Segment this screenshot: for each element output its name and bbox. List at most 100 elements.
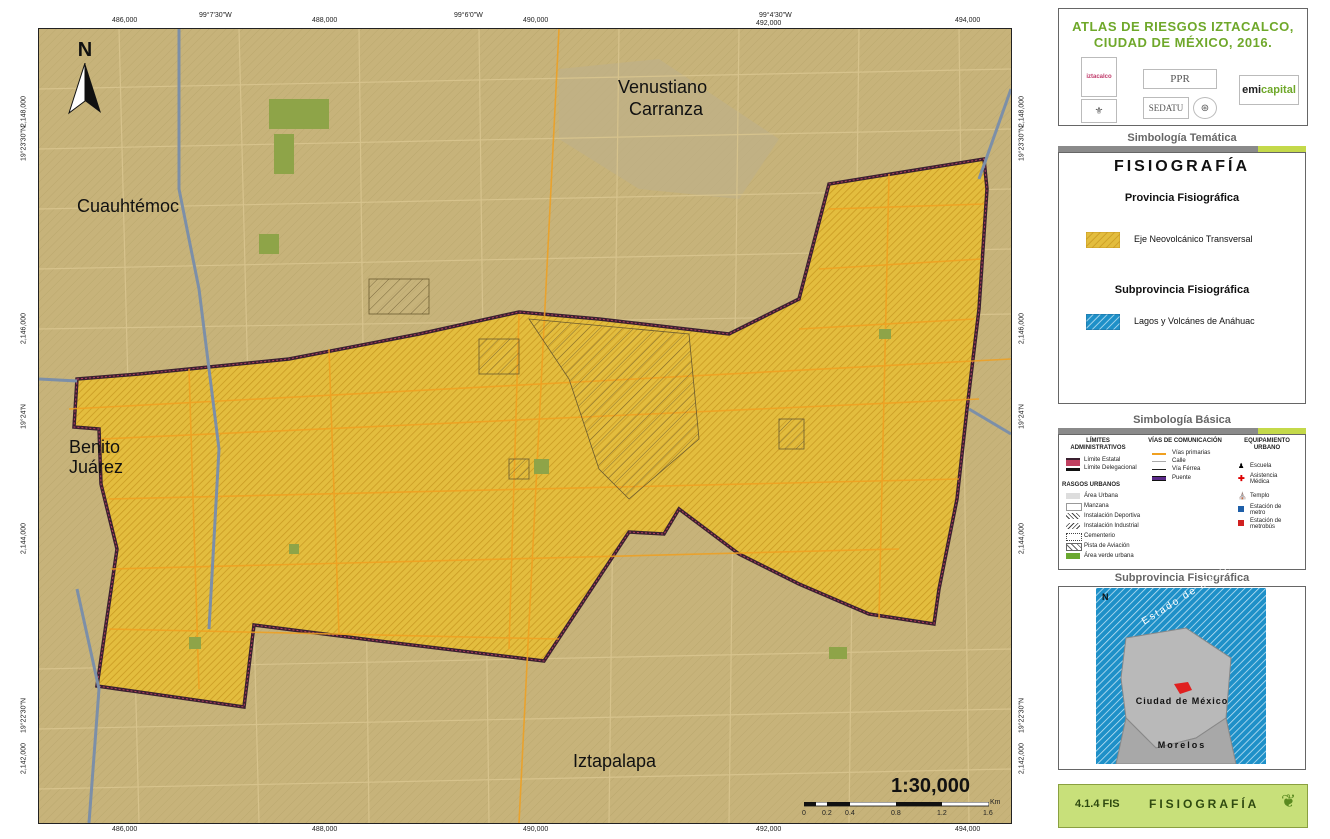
coord-bottom-2: 490,000 bbox=[523, 826, 549, 833]
scale-tick-0: 0 bbox=[802, 810, 806, 817]
coord-top-0: 486,000 bbox=[112, 17, 138, 24]
area-verde-swatch bbox=[1066, 553, 1080, 559]
provincia-item: Eje Neovolcánico Transversal bbox=[1134, 234, 1253, 244]
coord-right-1: 19°23'30"N bbox=[1018, 125, 1026, 162]
footer-code: 4.1.4 FIS bbox=[1075, 798, 1120, 810]
coord-left-3: 19°24'N bbox=[20, 404, 28, 429]
school-icon: ♟ bbox=[1238, 463, 1245, 470]
tematica-frame bbox=[1058, 152, 1306, 404]
equip-2: Templo bbox=[1250, 493, 1270, 499]
iztacalco-logo-text: iztacalco bbox=[1086, 74, 1112, 80]
subprovincia-item: Lagos y Volcánes de Anáhuac bbox=[1134, 316, 1255, 326]
tematica-box: Simbología Temática FISIOGRAFÍA Provinci… bbox=[1058, 130, 1306, 404]
inset-morelos-label: Morelos bbox=[1157, 740, 1207, 750]
rasgo-0: Área Urbana bbox=[1084, 493, 1119, 499]
tematica-bar-grey bbox=[1058, 146, 1258, 152]
ppr-logo-text: PPR bbox=[1170, 73, 1190, 85]
industrial-swatch bbox=[1066, 523, 1080, 529]
coord-top-2: 488,000 bbox=[312, 17, 338, 24]
limites-heading: LÍMITES ADMINISTRATIVOS bbox=[1070, 438, 1126, 451]
coord-bottom-0: 486,000 bbox=[112, 826, 138, 833]
tematica-header: Simbología Temática bbox=[1127, 132, 1237, 144]
basica-header: Simbología Básica bbox=[1133, 414, 1231, 426]
via-1: Calle bbox=[1172, 458, 1186, 464]
medical-icon: ✚ bbox=[1238, 474, 1245, 483]
footer-title: FISIOGRAFÍA bbox=[1149, 797, 1260, 811]
rasgo-6: Área verde urbana bbox=[1084, 553, 1134, 559]
coord-bottom-1: 488,000 bbox=[312, 826, 338, 833]
coord-top-5: 99°4'30"W bbox=[759, 12, 792, 19]
coord-top-1: 99°7'30"W bbox=[199, 12, 232, 19]
coord-top-4: 490,000 bbox=[523, 17, 549, 24]
scale-tick-1: 0.2 bbox=[822, 810, 832, 817]
fisiografia-title: FISIOGRAFÍA bbox=[1113, 158, 1251, 175]
subprovincia-swatch bbox=[1086, 314, 1120, 330]
limite-delegacional-label: Límite Delegacional bbox=[1084, 465, 1137, 471]
coord-right-4: 2,144,000 bbox=[1018, 522, 1026, 555]
atlas-title-line1: ATLAS DE RIESGOS IZTACALCO, bbox=[1072, 19, 1294, 34]
iztacalco-boundary-dash bbox=[73, 158, 988, 708]
basica-bar-grey bbox=[1058, 428, 1258, 434]
coord-right-3: 19°24'N bbox=[1018, 404, 1026, 429]
basica-frame bbox=[1058, 434, 1306, 570]
rasgo-1: Manzana bbox=[1084, 503, 1109, 509]
via-primaria-swatch bbox=[1152, 453, 1166, 455]
scale-bar: 0 0.2 0.4 0.8 1.2 1.6 Km bbox=[802, 799, 1004, 822]
title-box: ATLAS DE RIESGOS IZTACALCO, CIUDAD DE MÉ… bbox=[1058, 8, 1308, 126]
scale-tick-2: 0.4 bbox=[845, 810, 855, 817]
pista-swatch bbox=[1066, 543, 1082, 551]
sedatu-logo-text: SEDATU bbox=[1148, 103, 1184, 113]
scale-tick-5: 1.6 bbox=[983, 810, 993, 817]
subprovincia-heading: Subprovincia Fisiográfica bbox=[1114, 284, 1250, 296]
scale-ratio: 1:30,000 bbox=[891, 775, 970, 797]
provincia-swatch bbox=[1086, 232, 1120, 248]
basica-bar-lime bbox=[1258, 428, 1306, 434]
north-letter: N bbox=[77, 39, 93, 61]
inset-frame bbox=[1058, 586, 1306, 770]
via-2: Vía Férrea bbox=[1172, 466, 1201, 472]
coord-top-6: 492,000 bbox=[756, 20, 782, 27]
map-frame[interactable]: Venustiano Carranza Cuauhtémoc Benito Ju… bbox=[38, 28, 1012, 824]
tematica-bar-lime bbox=[1258, 146, 1306, 152]
area-urbana-swatch bbox=[1066, 493, 1080, 499]
deportiva-swatch bbox=[1066, 513, 1080, 519]
sport-installations bbox=[368, 278, 805, 500]
label-venustiano: Venustiano bbox=[618, 77, 708, 97]
north-arrow: N bbox=[65, 39, 105, 119]
via-3: Puente bbox=[1172, 475, 1192, 481]
vias-heading: VÍAS DE COMUNICACIÓN bbox=[1148, 438, 1222, 444]
equip-3: Estación de metro bbox=[1250, 504, 1282, 516]
rasgo-3: Instalación Industrial bbox=[1084, 523, 1139, 529]
coord-top-3: 99°6'0"W bbox=[454, 12, 483, 19]
inset-map[interactable] bbox=[1096, 588, 1266, 764]
equip-4: Estación de metrobús bbox=[1250, 518, 1282, 530]
limite-estatal-swatch bbox=[1066, 458, 1080, 466]
coord-left-1: 19°23'30"N bbox=[20, 125, 28, 162]
capital-logo-text: capital bbox=[1261, 84, 1296, 96]
map-canvas[interactable] bbox=[39, 29, 1011, 823]
label-iztapalapa: Iztapalapa bbox=[573, 751, 657, 771]
north-arrow-icon bbox=[68, 63, 101, 115]
seal-logo-icon: ⊛ bbox=[1193, 97, 1217, 119]
leaf-icon: ❦ bbox=[1281, 791, 1297, 811]
inset-north: N bbox=[1102, 592, 1109, 602]
scale-tick-3: 0.8 bbox=[891, 810, 901, 817]
metro-lines bbox=[39, 29, 1011, 823]
rasgo-4: Cementerio bbox=[1084, 533, 1116, 539]
via-ferrea-swatch bbox=[1152, 469, 1166, 470]
equip-1: Asistencia Médica bbox=[1250, 473, 1278, 485]
emi-logo-text: emi bbox=[1242, 84, 1262, 96]
equip-heading: EQUIPAMIENTO URBANO bbox=[1244, 438, 1290, 451]
coord-left-2: 2,146,000 bbox=[20, 312, 28, 345]
rasgo-2: Instalación Deportiva bbox=[1084, 513, 1141, 519]
coord-left-4: 2,144,000 bbox=[20, 522, 28, 555]
coord-right-5: 19°22'30"N bbox=[1018, 697, 1026, 734]
coord-left-6: 2,142,000 bbox=[20, 742, 28, 775]
coord-bottom-3: 492,000 bbox=[756, 826, 782, 833]
label-benito: Benito bbox=[69, 437, 121, 457]
label-cuauhtemoc: Cuauhtémoc bbox=[77, 196, 180, 216]
metro-station-icon bbox=[1238, 506, 1244, 512]
via-0: Vías primarias bbox=[1172, 450, 1211, 456]
manzana-swatch bbox=[1066, 503, 1082, 511]
